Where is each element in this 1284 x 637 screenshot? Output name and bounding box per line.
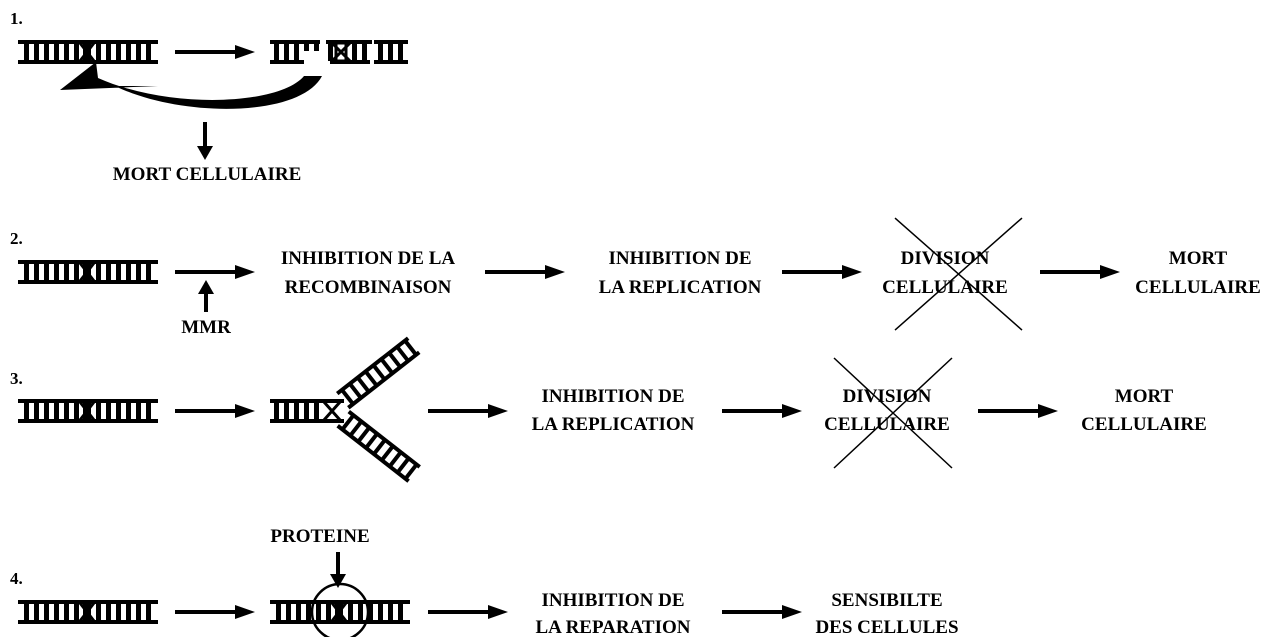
right-arrow-icon: [175, 605, 255, 619]
pathway-3: 3. INHIBITION DE LA REPLICATION DIVISION…: [10, 336, 1207, 483]
right-arrow-icon: [722, 605, 802, 619]
pathway-4: PROTEINE 4. INHIBITION DE LA REPARATION …: [10, 526, 959, 637]
pathway-2-number: 2.: [10, 229, 23, 248]
right-arrow-icon: [485, 265, 565, 279]
dna-duplex-icon: [16, 258, 160, 286]
right-arrow-icon: [175, 265, 255, 279]
dna-duplex-icon: [16, 38, 160, 66]
step-label: INHIBITION DE LA: [281, 248, 455, 269]
pathway-3-number: 3.: [10, 369, 23, 388]
right-arrow-icon: [1040, 265, 1120, 279]
pathway-1: 1.: [10, 9, 408, 185]
pathway-4-number: 4.: [10, 569, 23, 588]
step-label: LA REPLICATION: [532, 414, 695, 435]
curved-arrow-icon: [60, 62, 322, 109]
step-label: INHIBITION DE: [541, 386, 684, 407]
down-arrow-icon: [330, 552, 346, 588]
step-label: INHIBITION DE: [541, 590, 684, 611]
right-arrow-icon: [722, 404, 802, 418]
dna-duplex-icon: [268, 598, 412, 626]
right-arrow-icon: [175, 45, 255, 59]
step-label: CELLULAIRE: [882, 277, 1008, 298]
protein-label: PROTEINE: [270, 526, 369, 547]
broken-dna-icon: [270, 40, 408, 64]
step-label: DES CELLULES: [815, 617, 958, 637]
step-label: DIVISION: [843, 386, 932, 407]
right-arrow-icon: [428, 605, 508, 619]
step-label: SENSIBILTE: [831, 590, 942, 611]
x-cross-icon: [894, 217, 1023, 331]
right-arrow-icon: [175, 404, 255, 418]
step-label: MORT: [1169, 248, 1228, 269]
step-label: LA REPLICATION: [599, 277, 762, 298]
step-label: INHIBITION DE: [608, 248, 751, 269]
protein-circle-icon: [310, 582, 370, 637]
right-arrow-icon: [782, 265, 862, 279]
up-arrow-icon: [198, 280, 214, 312]
replication-fork-icon: [270, 336, 421, 483]
right-arrow-icon: [428, 404, 508, 418]
step-label: LA REPARATION: [535, 617, 690, 637]
outcome-label: MORT CELLULAIRE: [113, 164, 302, 185]
step-label: RECOMBINAISON: [285, 277, 452, 298]
step-label: MORT: [1115, 386, 1174, 407]
pathway-2: 2. MMR INHIBITION DE LA RECOMBINAISON IN…: [10, 217, 1261, 338]
dna-duplex-icon: [16, 598, 160, 626]
step-label: CELLULAIRE: [1135, 277, 1261, 298]
x-cross-icon: [833, 357, 953, 469]
pathway-1-number: 1.: [10, 9, 23, 28]
right-arrow-icon: [978, 404, 1058, 418]
step-label: CELLULAIRE: [824, 414, 950, 435]
mmr-label: MMR: [181, 317, 231, 338]
dna-duplex-icon: [16, 397, 160, 425]
step-label: CELLULAIRE: [1081, 414, 1207, 435]
step-label: DIVISION: [901, 248, 990, 269]
down-arrow-icon: [197, 122, 213, 160]
